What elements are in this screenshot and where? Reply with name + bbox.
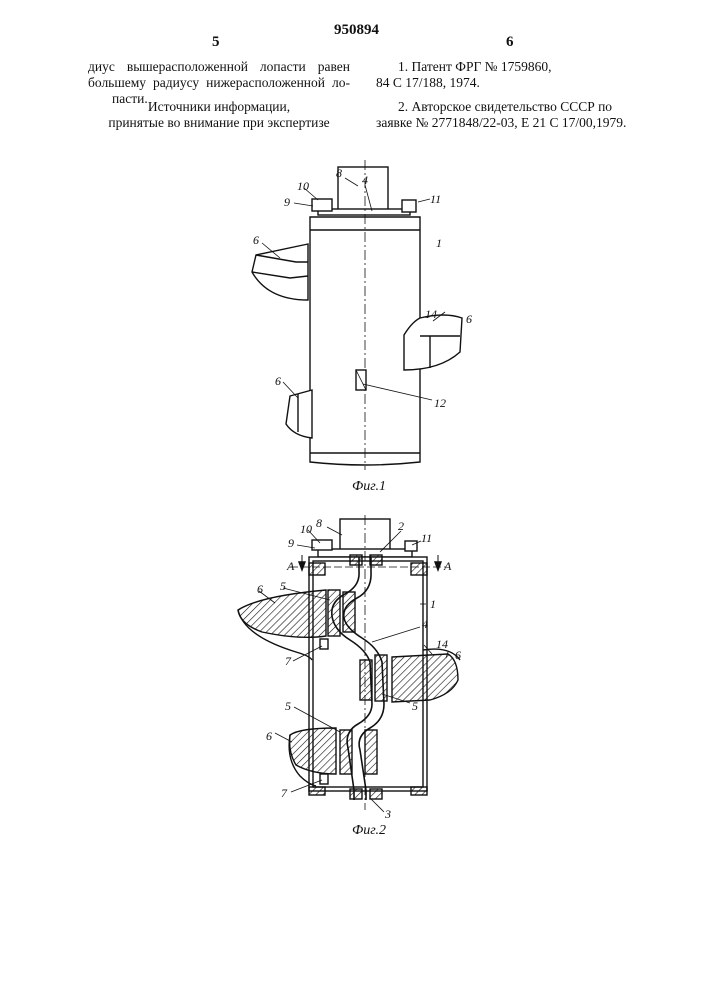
fig2-label-5: 5 <box>280 579 286 593</box>
fig2-label-11: 11 <box>421 531 432 545</box>
fig1-label-14: 14 <box>425 307 437 321</box>
fig2-label-8: 8 <box>316 516 322 530</box>
fig2-label-7: 7 <box>281 786 288 800</box>
fig2-label-10: 10 <box>300 522 312 536</box>
fig1-label-6: 6 <box>466 312 472 326</box>
fig2-label-4: 4 <box>422 617 428 631</box>
fig1-label-12: 12 <box>434 396 446 410</box>
fig2-label-6: 6 <box>455 648 461 662</box>
fig1-label-8: 8 <box>336 166 342 180</box>
fig1-label-6: 6 <box>253 233 259 247</box>
fig2-label-6: 6 <box>266 729 272 743</box>
fig2-label-7: 7 <box>285 654 292 668</box>
fig2-caption: Фиг.2 <box>352 823 386 838</box>
fig1-label-6: 6 <box>275 374 281 388</box>
fig1-label-10: 10 <box>297 179 309 193</box>
fig2-label-6: 6 <box>257 582 263 596</box>
fig2-label-2: 2 <box>398 519 404 533</box>
fig2-label-5: 5 <box>285 699 291 713</box>
fig2-label-14: 14 <box>436 637 448 651</box>
fig1-label-4: 4 <box>362 173 368 187</box>
fig2-label-1: 1 <box>430 597 436 611</box>
figure-2 <box>238 515 460 812</box>
fig2-label-3: 3 <box>384 807 391 821</box>
fig2-label-A: A <box>443 559 452 573</box>
fig1-label-9: 9 <box>284 195 290 209</box>
fig1-label-1: 1 <box>436 236 442 250</box>
fig2-label-5: 5 <box>412 699 418 713</box>
fig2-label-9: 9 <box>288 536 294 550</box>
fig2-label-A: A <box>286 559 295 573</box>
fig1-caption: Фиг.1 <box>352 479 386 494</box>
fig1-label-11: 11 <box>430 192 441 206</box>
